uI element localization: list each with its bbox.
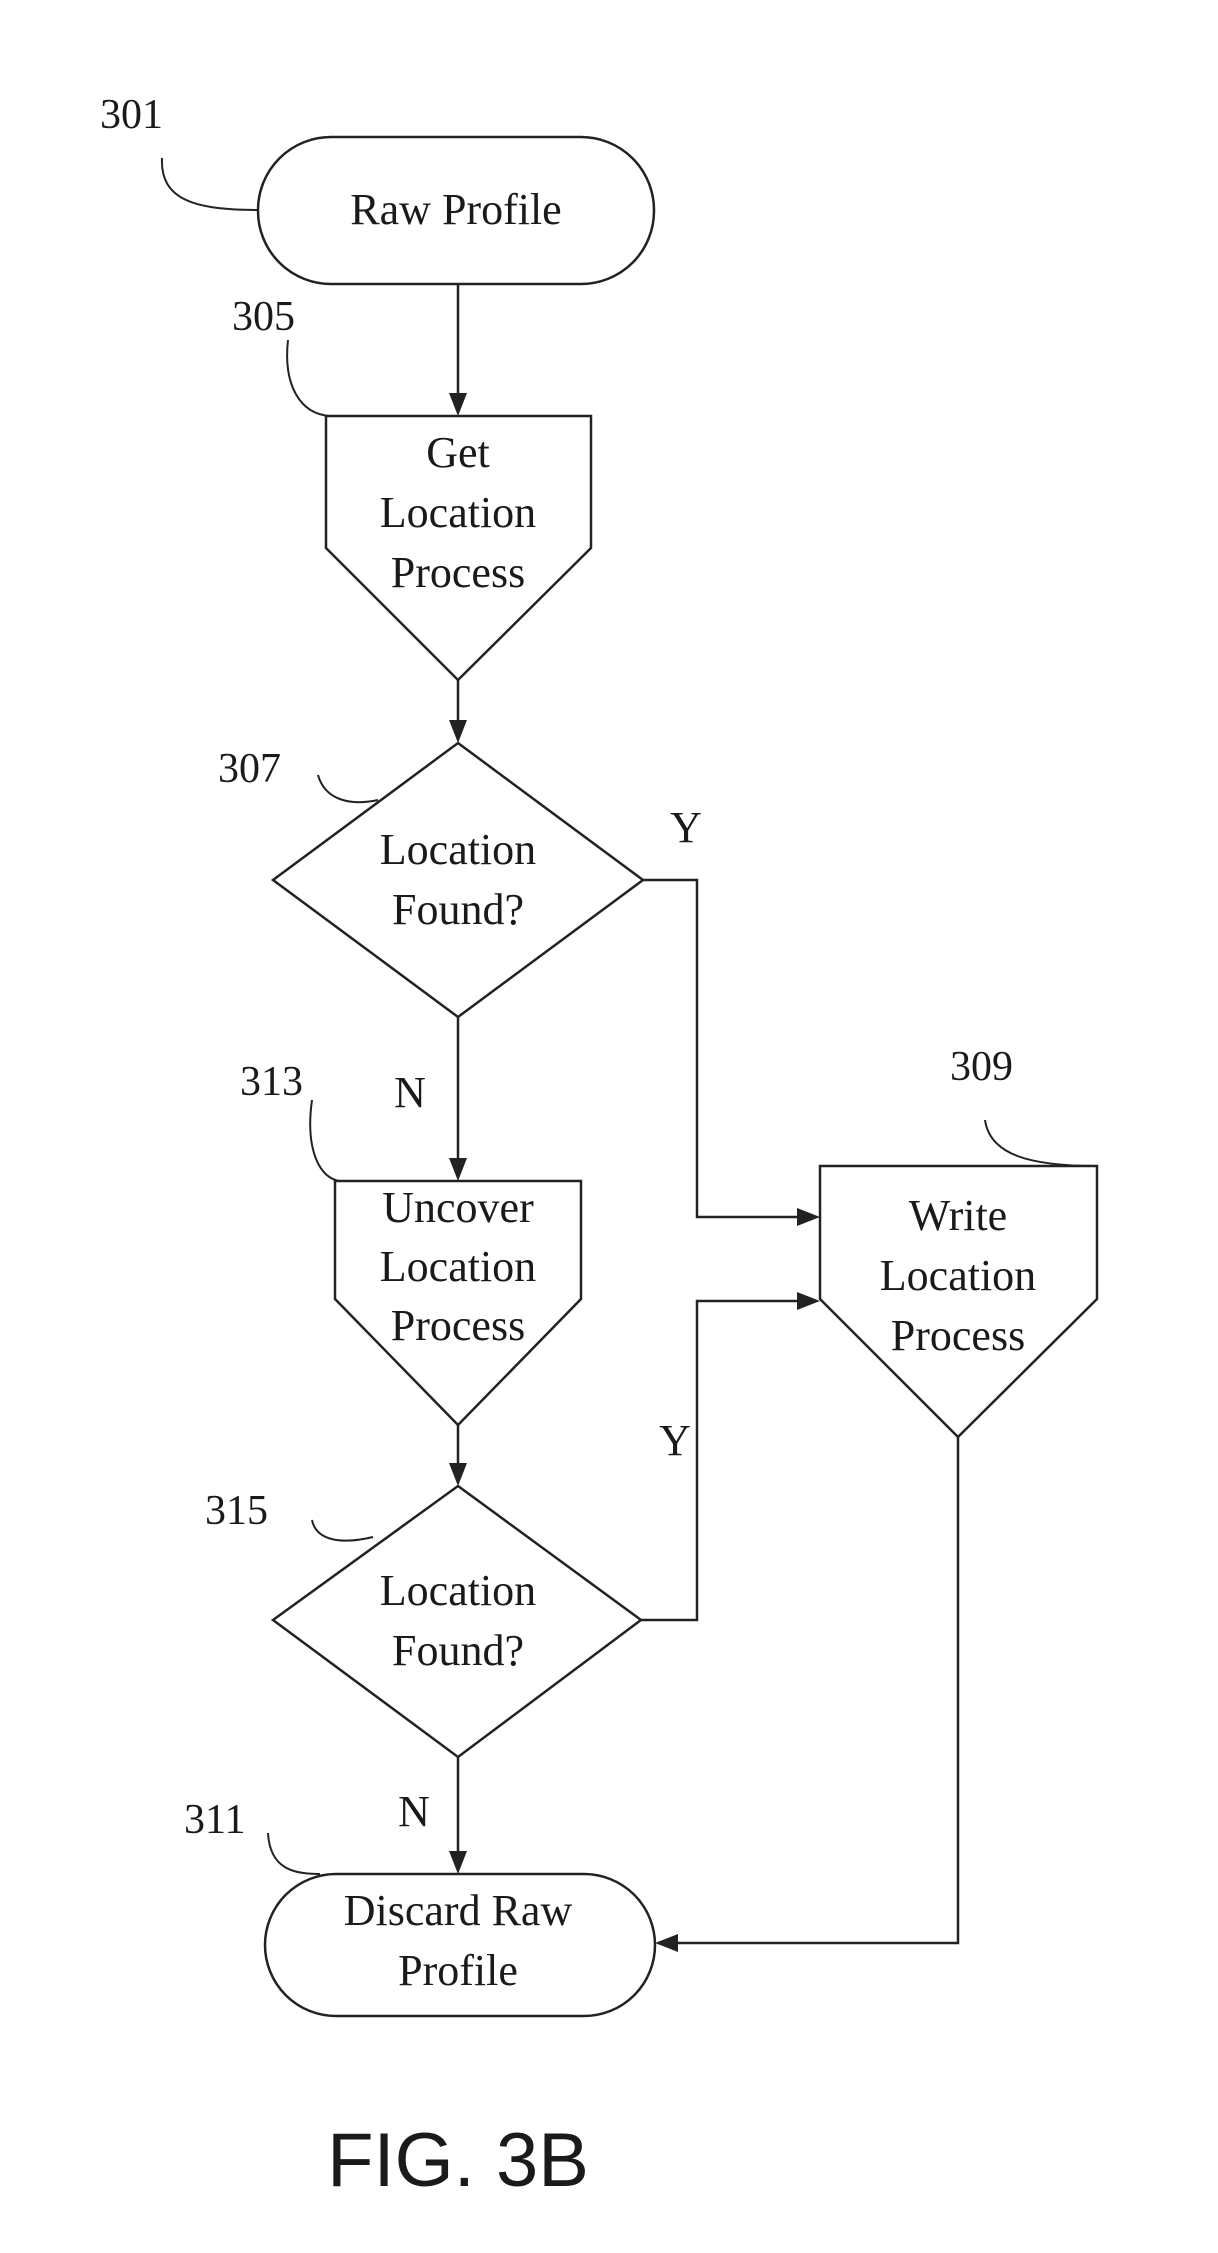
arrowhead-icon xyxy=(449,720,467,743)
decision-2-no-label: N xyxy=(398,1787,430,1836)
arrowhead-icon xyxy=(449,1851,467,1874)
discard-line-2: Profile xyxy=(398,1946,518,1995)
arrowhead-icon xyxy=(449,393,467,416)
ref-315: 315 xyxy=(205,1488,268,1534)
arrowhead-icon xyxy=(449,1158,467,1181)
ref-301: 301 xyxy=(100,92,163,138)
write-line-2: Location xyxy=(880,1251,1036,1300)
arrowhead-icon xyxy=(797,1292,820,1310)
decision-1-yes-label: Y xyxy=(670,803,702,852)
get-location-line-2: Location xyxy=(380,488,536,537)
location-found-decision-1 xyxy=(273,743,643,1017)
ref-305: 305 xyxy=(232,294,295,340)
write-line-1: Write xyxy=(909,1191,1007,1240)
uncover-line-3: Process xyxy=(391,1301,525,1350)
decision-2-yes-label: Y xyxy=(659,1416,691,1465)
edge-write-to-discard xyxy=(671,1437,958,1943)
write-line-3: Process xyxy=(891,1311,1025,1360)
location-found-decision-2 xyxy=(273,1486,641,1757)
ref-311: 311 xyxy=(184,1797,245,1843)
leader-315 xyxy=(312,1520,373,1541)
raw-profile-label: Raw Profile xyxy=(350,185,561,234)
leader-307 xyxy=(318,775,378,802)
arrowhead-icon xyxy=(449,1463,467,1486)
edge-decision1-yes xyxy=(643,880,804,1217)
ref-313: 313 xyxy=(240,1059,303,1105)
decision-1-no-label: N xyxy=(394,1068,426,1117)
arrowhead-icon xyxy=(797,1208,820,1226)
leader-313 xyxy=(310,1100,340,1181)
figure-label: FIG. 3B xyxy=(327,2118,589,2203)
arrowhead-icon xyxy=(655,1934,678,1952)
uncover-line-2: Location xyxy=(380,1242,536,1291)
get-location-line-3: Process xyxy=(391,548,525,597)
leader-311 xyxy=(268,1833,320,1874)
leader-301 xyxy=(162,158,258,210)
decision-1-line-1: Location xyxy=(380,825,536,874)
uncover-location-label: Uncover Location Process xyxy=(380,1183,536,1350)
get-location-line-1: Get xyxy=(426,428,490,477)
leader-309 xyxy=(985,1120,1097,1166)
uncover-line-1: Uncover xyxy=(382,1183,534,1232)
discard-line-1: Discard Raw xyxy=(344,1886,573,1935)
decision-1-line-2: Found? xyxy=(392,885,524,934)
ref-307: 307 xyxy=(218,746,281,792)
leader-305 xyxy=(287,340,330,416)
decision-2-line-1: Location xyxy=(380,1566,536,1615)
decision-2-line-2: Found? xyxy=(392,1626,524,1675)
ref-309: 309 xyxy=(950,1044,1013,1090)
